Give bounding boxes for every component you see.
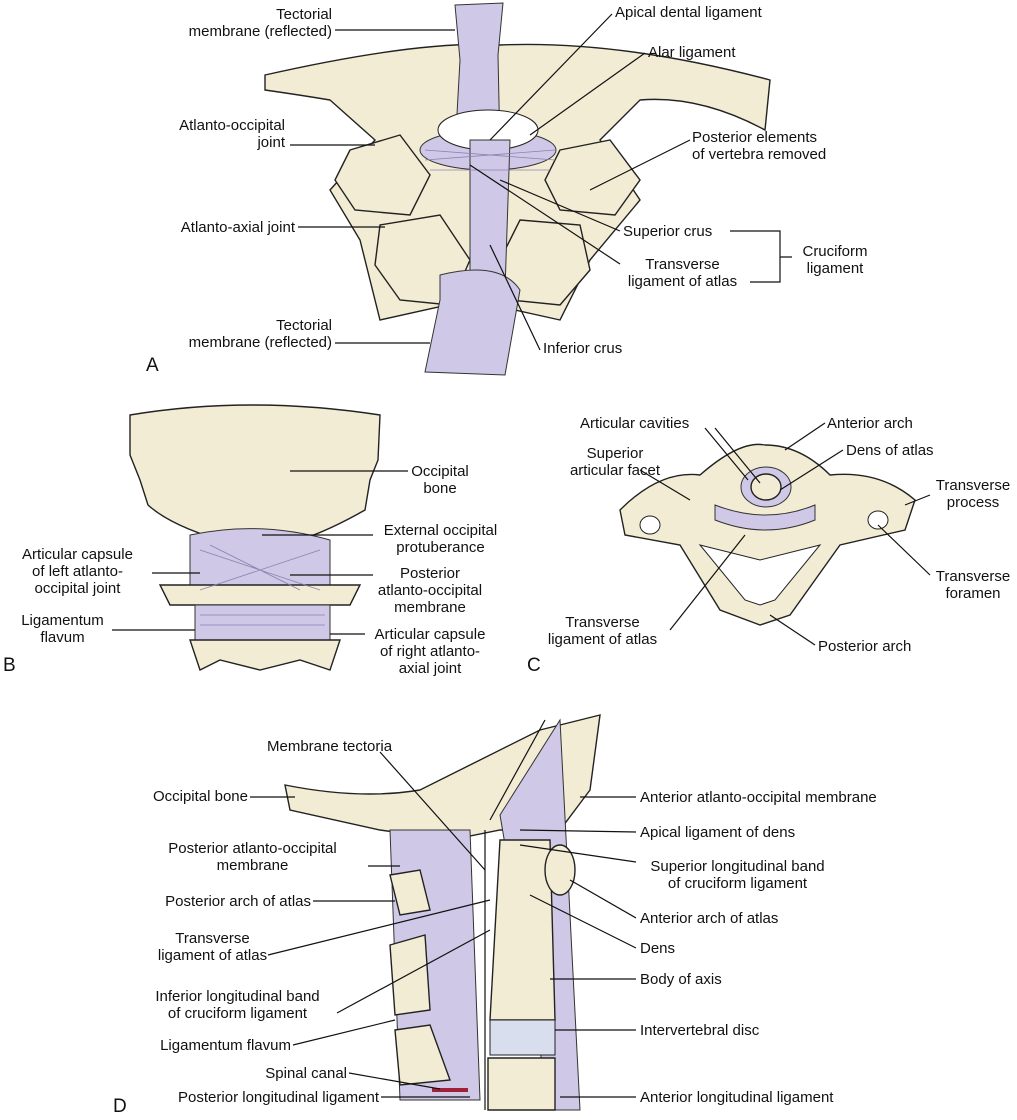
panel-b-drawing bbox=[129, 404, 381, 671]
label-posterior-membrane-b: Posterior atlanto-occipital membrane bbox=[377, 565, 483, 616]
label-tectorial-membrane-top: Tectorial membrane (reflected) bbox=[188, 6, 332, 40]
label-body-of-axis: Body of axis bbox=[640, 971, 722, 988]
label-atlanto-occipital-joint: Atlanto-occipital joint bbox=[179, 117, 285, 151]
label-posterior-elements: Posterior elements of vertebra removed bbox=[692, 129, 827, 163]
label-capsule-right: Articular capsule of right atlanto- axia… bbox=[374, 626, 486, 677]
label-inferior-crus: Inferior crus bbox=[543, 340, 623, 357]
label-dens-of-atlas: Dens of atlas bbox=[846, 442, 934, 459]
label-dens-d: Dens bbox=[640, 940, 676, 957]
spinal-canal-marker bbox=[432, 1088, 468, 1092]
label-apical-ligament-of-dens: Apical ligament of dens bbox=[640, 824, 796, 841]
panel-letter-a: A bbox=[146, 355, 159, 376]
panel-letter-c: C bbox=[527, 655, 541, 676]
label-transverse-process: Transverse process bbox=[935, 477, 1011, 511]
label-posterior-membrane-d: Posterior atlanto-occipital membrane bbox=[168, 840, 337, 874]
label-transverse-ligament-d: Transverse ligament of atlas bbox=[157, 930, 268, 964]
label-tectorial-membrane-bottom: Tectorial membrane (reflected) bbox=[188, 317, 332, 351]
label-anterior-atlanto-occipital-membrane: Anterior atlanto-occipital membrane bbox=[640, 789, 877, 806]
label-posterior-arch-of-atlas: Posterior arch of atlas bbox=[165, 893, 311, 910]
label-anterior-arch-of-atlas: Anterior arch of atlas bbox=[640, 910, 779, 927]
label-occipital-bone-b: Occipital bone bbox=[411, 463, 469, 497]
panel-d-drawing bbox=[284, 714, 601, 1111]
label-alar-ligament: Alar ligament bbox=[648, 44, 736, 61]
label-posterior-arch-c: Posterior arch bbox=[818, 638, 912, 655]
label-spinal-canal: Spinal canal bbox=[265, 1065, 347, 1082]
label-transverse-ligament-a: Transverse ligament of atlas bbox=[627, 256, 738, 290]
label-anterior-arch-c: Anterior arch bbox=[827, 415, 913, 432]
label-superior-crus: Superior crus bbox=[623, 223, 713, 240]
label-apical-dental-ligament: Apical dental ligament bbox=[615, 4, 762, 21]
panel-letter-b: B bbox=[3, 655, 16, 676]
label-membrane-tectoria: Membrane tectoria bbox=[267, 738, 393, 755]
panel-b-leader-lines bbox=[112, 470, 408, 635]
label-transverse-ligament-c: Transverse ligament of atlas bbox=[547, 614, 658, 648]
panel-c-leader-lines bbox=[639, 422, 931, 646]
label-superior-articular-facet: Superior articular facet bbox=[569, 445, 661, 479]
label-atlanto-axial-joint: Atlanto-axial joint bbox=[180, 219, 295, 236]
label-articular-cavities: Articular cavities bbox=[580, 415, 690, 432]
label-posterior-longitudinal-ligament: Posterior longitudinal ligament bbox=[178, 1089, 379, 1106]
label-superior-longitudinal-band: Superior longitudinal band of cruciform … bbox=[650, 858, 825, 892]
label-ligamentum-flavum-d: Ligamentum flavum bbox=[160, 1037, 291, 1054]
label-inferior-longitudinal-band: Inferior longitudinal band of cruciform … bbox=[155, 988, 320, 1022]
label-capsule-left: Articular capsule of left atlanto- occip… bbox=[22, 546, 133, 597]
label-occipital-bone-d: Occipital bone bbox=[152, 788, 248, 805]
panel-c-drawing bbox=[619, 443, 916, 626]
label-cruciform-ligament: Cruciform ligament bbox=[802, 243, 868, 277]
label-intervertebral-disc: Intervertebral disc bbox=[640, 1022, 760, 1039]
panel-letter-d: D bbox=[113, 1096, 127, 1117]
panel-a-leader-lines bbox=[290, 13, 792, 351]
label-anterior-longitudinal-ligament: Anterior longitudinal ligament bbox=[640, 1089, 834, 1106]
label-ligamentum-flavum-b: Ligamentum flavum bbox=[21, 612, 104, 646]
label-transverse-foramen: Transverse foramen bbox=[935, 568, 1011, 602]
label-external-occipital-protuberance: External occipital protuberance bbox=[383, 522, 498, 556]
panel-a-drawing bbox=[264, 2, 771, 376]
panel-d-leader-lines bbox=[250, 751, 637, 1098]
